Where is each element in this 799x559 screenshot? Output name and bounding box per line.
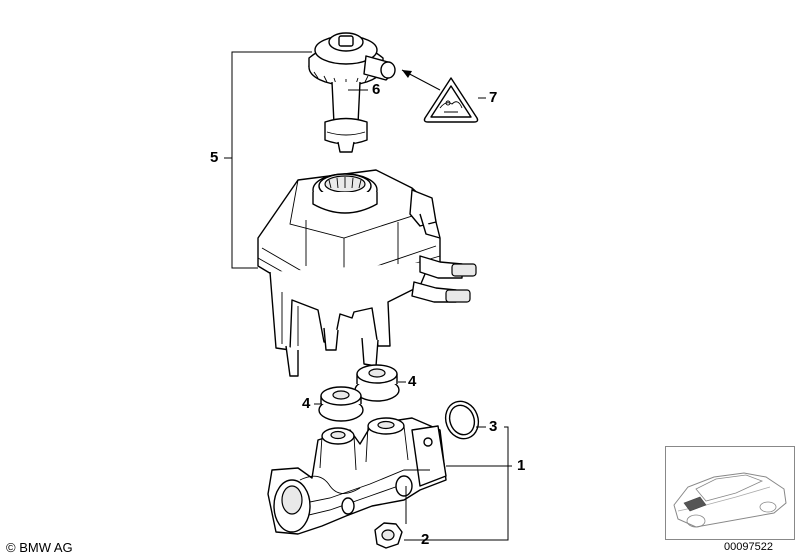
callout-3: 3 bbox=[489, 418, 498, 435]
callout-6: 6 bbox=[372, 81, 381, 98]
callout-2: 2 bbox=[421, 531, 430, 548]
vehicle-location-thumbnail bbox=[665, 446, 795, 540]
car-icon bbox=[673, 472, 787, 528]
o-ring bbox=[444, 400, 480, 440]
callout-4-lower: 4 bbox=[302, 395, 311, 412]
fluid-reservoir bbox=[257, 169, 477, 377]
brake-fluid-warning-triangle-icon bbox=[423, 77, 479, 123]
callout-5: 5 bbox=[210, 149, 219, 166]
grommet-upper bbox=[354, 364, 400, 402]
reservoir-cap bbox=[308, 32, 396, 153]
callout-1: 1 bbox=[517, 457, 526, 474]
grommet-lower bbox=[318, 386, 364, 422]
hex-nut bbox=[374, 522, 403, 549]
master-cylinder bbox=[267, 417, 447, 535]
callout-4-upper: 4 bbox=[408, 373, 417, 390]
callout-7: 7 bbox=[489, 89, 498, 106]
leader-lines bbox=[224, 51, 512, 541]
copyright-text: © BMW AG bbox=[6, 540, 73, 555]
document-number: 00097522 bbox=[724, 541, 773, 553]
